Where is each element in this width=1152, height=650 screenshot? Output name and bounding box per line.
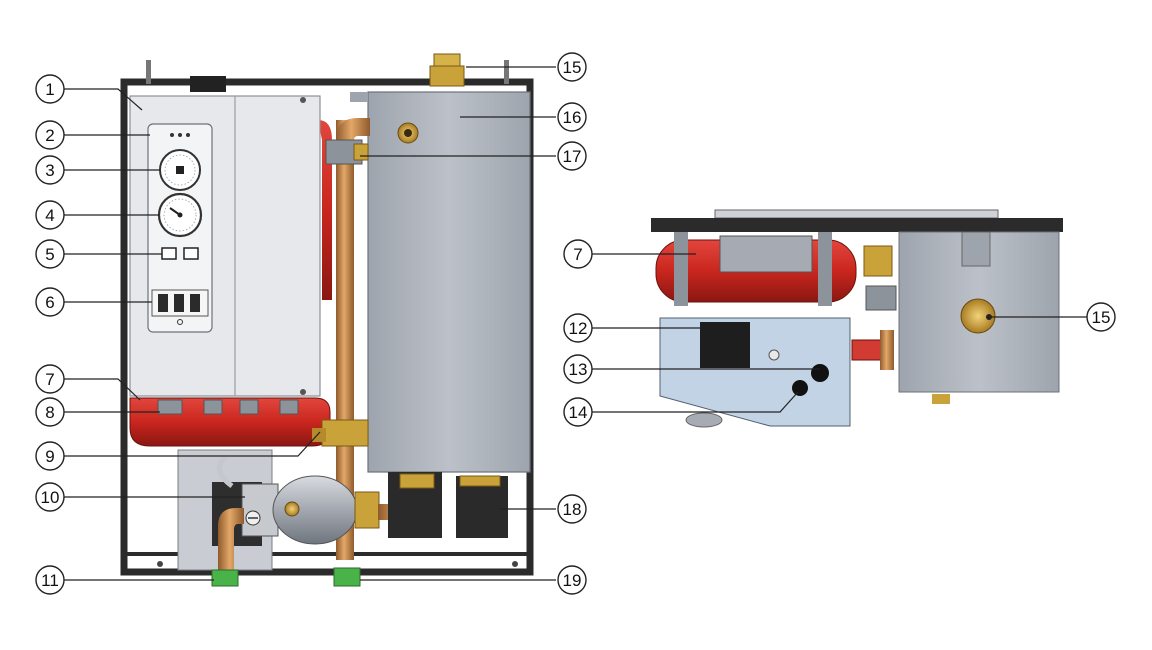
callout-top-7: 7 xyxy=(563,239,593,269)
callout-9: 9 xyxy=(35,441,65,471)
callout-19: 19 xyxy=(557,565,587,595)
top-view-plate xyxy=(714,209,999,219)
svg-text:1: 1 xyxy=(45,80,54,99)
heater-tank xyxy=(367,91,531,473)
callout-top-12: 12 xyxy=(563,313,593,343)
thermometer-icon xyxy=(159,149,201,191)
panel-screw xyxy=(300,97,306,103)
svg-text:9: 9 xyxy=(45,447,54,466)
indicator-lamps xyxy=(170,133,190,137)
thermostat-icon xyxy=(792,380,808,396)
flow-pipe-bend xyxy=(336,118,370,140)
callout-16: 16 xyxy=(557,102,587,132)
svg-text:13: 13 xyxy=(569,360,588,379)
top-view-frame xyxy=(651,218,1063,232)
svg-text:7: 7 xyxy=(573,245,582,264)
svg-text:2: 2 xyxy=(45,126,54,145)
callout-5: 5 xyxy=(35,239,65,269)
tank-top-tray xyxy=(350,92,368,102)
outlet-fitting xyxy=(333,567,361,587)
top-view xyxy=(651,209,1063,428)
callout-15: 15 xyxy=(557,52,587,82)
svg-text:4: 4 xyxy=(45,206,54,225)
svg-text:15: 15 xyxy=(1092,308,1111,327)
pressure-switch-icon xyxy=(811,364,829,382)
svg-text:7: 7 xyxy=(45,370,54,389)
svg-text:11: 11 xyxy=(41,571,59,590)
svg-text:12: 12 xyxy=(569,319,588,338)
return-pipe xyxy=(218,508,244,570)
callout-17: 17 xyxy=(557,141,587,171)
inlet-fitting xyxy=(211,569,239,587)
callout-1: 1 xyxy=(35,74,65,104)
leader-lines xyxy=(64,66,1087,581)
callout-11: 11 xyxy=(35,565,65,595)
safety-valve xyxy=(325,139,369,165)
frame-bolt xyxy=(157,561,163,567)
flow-pipe xyxy=(336,120,354,560)
callout-top-13: 13 xyxy=(563,354,593,384)
svg-text:15: 15 xyxy=(563,58,582,77)
svg-text:17: 17 xyxy=(563,147,582,166)
expansion-vessel-side xyxy=(318,120,332,300)
callout-top-15: 15 xyxy=(1086,302,1116,332)
callout-7: 7 xyxy=(35,364,65,394)
top-stud xyxy=(146,60,151,84)
pressure-gauge-icon xyxy=(157,192,203,238)
svg-text:18: 18 xyxy=(563,500,582,519)
circulation-pump xyxy=(212,475,380,546)
top-stud xyxy=(504,60,509,84)
panel-screw xyxy=(300,389,306,395)
front-view xyxy=(120,53,534,587)
callout-3: 3 xyxy=(35,155,65,185)
callout-top-14: 14 xyxy=(563,397,593,427)
callout-8: 8 xyxy=(35,397,65,427)
callout-4: 4 xyxy=(35,200,65,230)
callout-10: 10 xyxy=(35,482,65,512)
svg-text:19: 19 xyxy=(563,571,582,590)
terminal-block xyxy=(700,322,750,368)
callout-6: 6 xyxy=(35,287,65,317)
drain-hose xyxy=(216,454,234,489)
frame-bolt xyxy=(512,561,518,567)
svg-text:5: 5 xyxy=(45,245,54,264)
return-fitting xyxy=(312,419,369,447)
top-tank-port xyxy=(960,298,996,334)
air-vent xyxy=(429,53,465,87)
callout-2: 2 xyxy=(35,120,65,150)
callouts: 1 2 3 4 5 6 7 8 9 10 11 15 16 17 18 19 7… xyxy=(35,52,1116,595)
svg-text:3: 3 xyxy=(45,161,54,180)
circuit-breakers xyxy=(151,289,209,325)
svg-text:8: 8 xyxy=(45,403,54,422)
svg-text:6: 6 xyxy=(45,293,54,312)
svg-text:14: 14 xyxy=(569,403,588,422)
svg-text:16: 16 xyxy=(563,108,582,127)
cable-glands xyxy=(157,399,299,415)
callout-18: 18 xyxy=(557,494,587,524)
svg-text:10: 10 xyxy=(41,488,60,507)
top-connector xyxy=(190,76,226,92)
